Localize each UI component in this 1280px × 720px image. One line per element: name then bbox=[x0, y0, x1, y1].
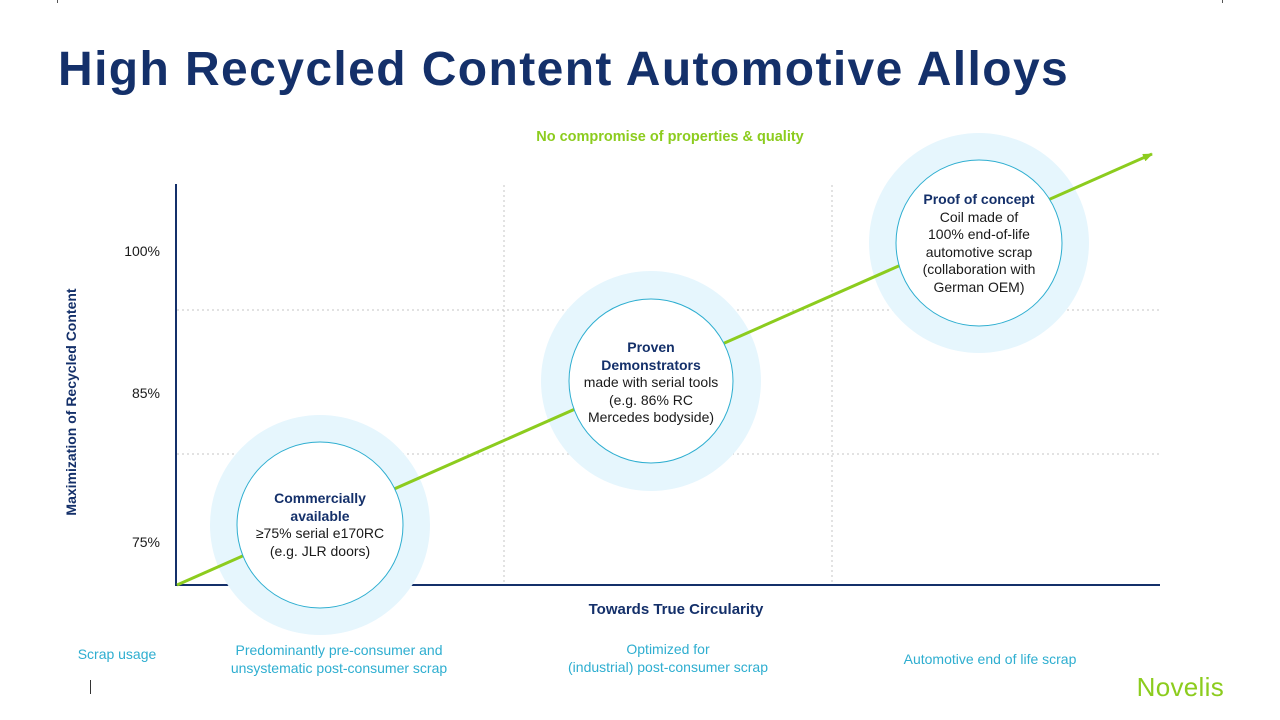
novelis-logo: Novelis bbox=[1136, 672, 1224, 702]
scrap-usage-stage-2: Optimized for (industrial) post-consumer… bbox=[538, 640, 798, 676]
text-cursor-mark bbox=[90, 680, 91, 694]
bubble-line: ≥75% serial e170RC bbox=[255, 525, 385, 541]
bubble-line: Mercedes bodyside) bbox=[587, 409, 715, 425]
corner-mark-left bbox=[57, 0, 58, 3]
scrap-usage-line: Predominantly pre-consumer and bbox=[235, 642, 443, 658]
bubble-commercially-available: Commercially available ≥75% serial e170R… bbox=[240, 490, 400, 560]
bubble-line: automotive scrap bbox=[925, 243, 1033, 260]
bubble-line: made with serial tools bbox=[583, 374, 719, 390]
subtitle: No compromise of properties & quality bbox=[536, 129, 804, 145]
scrap-usage-line: Optimized for bbox=[626, 641, 710, 657]
scrap-usage-line: Automotive end of life scrap bbox=[903, 651, 1077, 667]
x-axis-label: Towards True Circularity bbox=[588, 601, 764, 618]
bubble-line: (e.g. 86% RC bbox=[608, 391, 694, 408]
bubble-heading: Proven Demonstrators bbox=[601, 339, 701, 373]
corner-mark-right bbox=[1222, 0, 1223, 3]
scrap-usage-label: Scrap usage bbox=[77, 646, 157, 662]
bubble-proof-of-concept: Proof of concept Coil made of 100% end-o… bbox=[899, 191, 1059, 296]
scrap-usage-stage-3: Automotive end of life scrap bbox=[870, 650, 1110, 668]
scrap-usage-line: (industrial) post-consumer scrap bbox=[568, 659, 768, 675]
y-tick-100: 100% bbox=[124, 243, 160, 259]
bubble-circle-3 bbox=[895, 159, 1063, 327]
bubble-line: (collaboration with bbox=[922, 261, 1036, 277]
bubble-circle-1 bbox=[236, 441, 404, 609]
y-axis-label: Maximization of Recycled Content bbox=[63, 288, 79, 516]
scrap-usage-line: unsystematic post-consumer scrap bbox=[230, 660, 448, 676]
bubble-heading: Commercially available bbox=[274, 490, 366, 524]
y-tick-75: 75% bbox=[131, 534, 160, 550]
y-tick-85: 85% bbox=[131, 385, 160, 401]
bubble-line: (e.g. JLR doors) bbox=[269, 542, 371, 559]
bubble-circle-2 bbox=[568, 298, 734, 464]
scrap-usage-stage-1: Predominantly pre-consumer and unsystema… bbox=[199, 641, 479, 677]
page-title: High Recycled Content Automotive Alloys bbox=[58, 43, 1070, 96]
bubble-line: German OEM) bbox=[933, 278, 1025, 295]
bubble-line: Coil made of bbox=[939, 208, 1019, 225]
bubble-heading: Proof of concept bbox=[923, 191, 1035, 207]
bubble-proven-demonstrators: Proven Demonstrators made with serial to… bbox=[571, 339, 731, 427]
bubble-line: 100% end-of-life bbox=[928, 226, 1030, 242]
